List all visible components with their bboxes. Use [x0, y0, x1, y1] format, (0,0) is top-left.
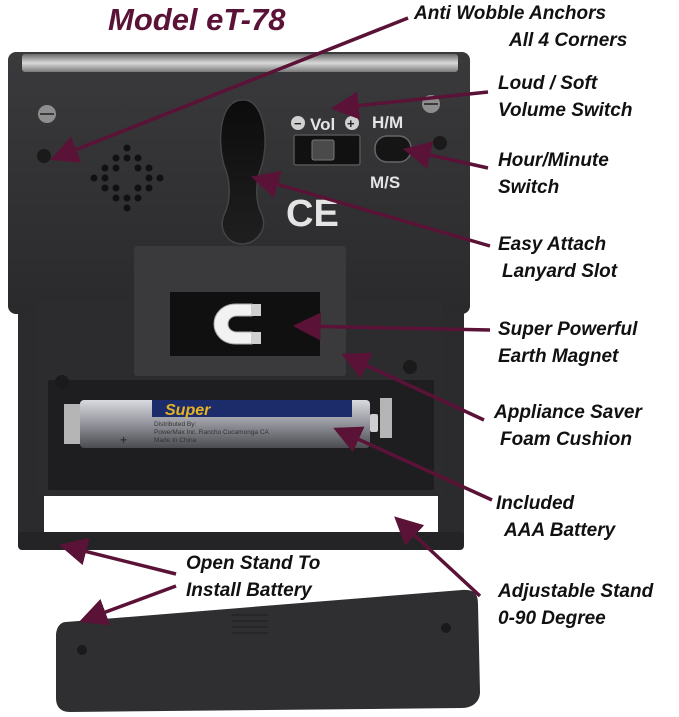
callout-volume-line1: Loud / Soft	[498, 73, 598, 94]
callout-volume-line2: Volume Switch	[498, 100, 633, 121]
callout-foam-line2: Foam Cushion	[500, 429, 632, 450]
callout-lanyard-line2: Lanyard Slot	[502, 261, 618, 282]
minute-second-label: M/S	[370, 173, 400, 192]
speaker-grille-icon	[90, 144, 164, 212]
callout-open-stand: Open Stand To Install Battery	[186, 550, 320, 604]
callout-lanyard-line1: Easy Attach	[498, 234, 607, 255]
callout-volume: Loud / Soft Volume Switch	[498, 70, 632, 124]
volume-minus-icon	[291, 116, 305, 130]
callout-foam-line1: Appliance Saver	[494, 402, 642, 423]
volume-label: Vol	[310, 115, 335, 134]
arrow-stand	[394, 516, 482, 598]
anchor-foot-top-left-icon	[37, 149, 51, 163]
battery-cover	[56, 589, 480, 712]
arrow-volume	[330, 90, 489, 120]
callout-hour-minute: Hour/Minute Switch	[498, 147, 609, 201]
arrow-magnet	[292, 312, 491, 341]
anchor-foot-top-right-icon	[433, 136, 447, 150]
callout-hour-minute-line2: Switch	[498, 177, 560, 198]
callout-lanyard: Easy Attach Lanyard Slot	[498, 231, 617, 285]
arrow-open-stand	[58, 537, 177, 576]
hour-minute-button[interactable]	[374, 135, 412, 163]
svg-text:Distributed By:: Distributed By:	[154, 421, 196, 428]
svg-text:PowerMax Inc. Rancho Cucamonga: PowerMax Inc. Rancho Cucamonga CA	[154, 429, 270, 436]
callout-battery-line1: Included	[496, 493, 575, 514]
callout-battery: Included AAA Battery	[496, 490, 615, 544]
svg-text:+: +	[347, 116, 355, 131]
callout-magnet-line1: Super Powerful	[498, 319, 638, 340]
svg-text:Made In China: Made In China	[154, 437, 197, 444]
callout-magnet-line2: Earth Magnet	[498, 346, 619, 367]
callout-stand-line2: 0-90 Degree	[498, 608, 606, 629]
arrow-foam	[341, 352, 485, 422]
callout-anchors: Anti Wobble Anchors All 4 Corners	[414, 0, 627, 54]
aaa-battery: Super Distributed By: PowerMax Inc. Ranc…	[64, 398, 392, 448]
callout-stand: Adjustable Stand 0-90 Degree	[498, 578, 653, 632]
arrow-lanyard	[250, 170, 491, 248]
volume-switch-area: − Vol +	[291, 115, 361, 166]
anchor-foot-bottom-left-icon	[55, 375, 69, 389]
page-title: Model eT-78	[108, 2, 286, 37]
callout-arrows	[50, 16, 493, 626]
callout-battery-line2: AAA Battery	[504, 520, 616, 541]
callout-magnet: Super Powerful Earth Magnet	[498, 316, 637, 370]
callout-open-stand-line1: Open Stand To	[186, 553, 321, 574]
hour-minute-label: H/M	[372, 113, 403, 132]
arrow-anchors	[50, 16, 409, 163]
volume-switch[interactable]	[311, 139, 335, 161]
callout-anchors-line1: Anti Wobble Anchors	[414, 3, 607, 24]
callout-open-stand-line2: Install Battery	[186, 580, 312, 601]
arrow-battery	[333, 426, 493, 502]
callout-hour-minute-line1: Hour/Minute	[498, 150, 609, 171]
callout-foam: Appliance Saver Foam Cushion	[494, 399, 642, 453]
callout-anchors-line2: All 4 Corners	[509, 30, 628, 51]
anchor-foot-bottom-right-icon	[403, 360, 417, 374]
magnet-icon	[213, 303, 261, 345]
arrow-hour-minute	[402, 141, 489, 170]
lanyard-slot	[219, 99, 266, 245]
battery-brand: Super	[165, 402, 211, 419]
screw-left-icon	[38, 105, 56, 123]
callout-stand-line1: Adjustable Stand	[498, 581, 654, 602]
svg-text:+: +	[120, 433, 127, 447]
arrow-battery-cover	[79, 584, 177, 626]
svg-text:−: −	[294, 116, 302, 131]
